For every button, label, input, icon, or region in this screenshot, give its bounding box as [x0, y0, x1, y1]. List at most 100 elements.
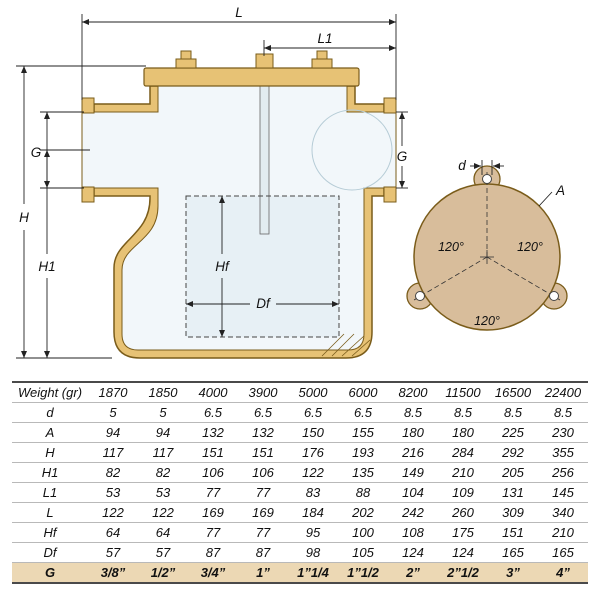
table-cell: 22400 — [538, 382, 588, 403]
pipe-bore-circle — [311, 109, 393, 191]
table-cell: 64 — [88, 522, 138, 543]
left-pipe-flange — [81, 97, 95, 203]
table-cell: 109 — [438, 482, 488, 503]
row-label: G — [12, 562, 88, 584]
table-cell: 16500 — [488, 382, 538, 403]
table-cell: 165 — [488, 542, 538, 563]
table-cell: 2”1/2 — [438, 562, 488, 584]
table-cell: 8.5 — [438, 402, 488, 423]
a-leader-line — [538, 191, 553, 207]
row-label: H1 — [12, 462, 88, 483]
center-stem — [259, 85, 270, 235]
table-cell: 105 — [338, 542, 388, 563]
table-cell: 145 — [538, 482, 588, 503]
table-cell: 1870 — [88, 382, 138, 403]
strainer-lid — [143, 67, 360, 87]
table-cell: 82 — [88, 462, 138, 483]
table-cell: 117 — [88, 442, 138, 463]
table-cell: 108 — [388, 522, 438, 543]
table-cell: 88 — [338, 482, 388, 503]
table-cell: 124 — [438, 542, 488, 563]
table-cell: 260 — [438, 502, 488, 523]
table-cell: 216 — [388, 442, 438, 463]
table-cell: 124 — [388, 542, 438, 563]
table-cell: 77 — [238, 522, 288, 543]
dim-label-g-left: G — [31, 145, 42, 160]
table-cell: 8.5 — [388, 402, 438, 423]
lid-bolt-right — [311, 50, 333, 69]
table-cell: 340 — [538, 502, 588, 523]
dim-label-h1: H1 — [38, 259, 55, 274]
table-cell: 132 — [238, 422, 288, 443]
table-cell: 106 — [188, 462, 238, 483]
technical-drawing: L L1 G G H H1 Hf Df — [16, 5, 568, 359]
table-cell: 210 — [438, 462, 488, 483]
bolt-hole-bottom-right — [549, 291, 559, 301]
stem-boss — [255, 53, 274, 69]
table-cell: 87 — [238, 542, 288, 563]
dim-label-l: L — [235, 5, 243, 20]
table-cell: 155 — [338, 422, 388, 443]
table-cell: 3/4” — [188, 562, 238, 584]
angle-label-left: 120° — [438, 240, 464, 254]
table-cell: 1”1/2 — [338, 562, 388, 584]
filter-basket-outline — [185, 195, 340, 338]
row-label: H — [12, 442, 88, 463]
table-cell: 131 — [488, 482, 538, 503]
table-cell: 150 — [288, 422, 338, 443]
table-cell: 8.5 — [488, 402, 538, 423]
table-cell: 5 — [88, 402, 138, 423]
table-cell: 6.5 — [238, 402, 288, 423]
table-cell: 95 — [288, 522, 338, 543]
table-cell: 77 — [188, 522, 238, 543]
table-cell: 149 — [388, 462, 438, 483]
table-cell: 64 — [138, 522, 188, 543]
table-cell: 165 — [538, 542, 588, 563]
table-cell: 8.5 — [538, 402, 588, 423]
table-cell: 3” — [488, 562, 538, 584]
table-cell: 2” — [388, 562, 438, 584]
flange-center-mark — [480, 250, 494, 264]
dim-label-d: d — [458, 158, 466, 173]
strainer-section-view — [81, 50, 397, 359]
table-cell: 117 — [138, 442, 188, 463]
table-cell: 205 — [488, 462, 538, 483]
table-cell: 3/8” — [88, 562, 138, 584]
table-cell: 77 — [188, 482, 238, 503]
row-label: L1 — [12, 482, 88, 503]
row-label: Weight (gr) — [12, 382, 88, 403]
table-cell: 175 — [438, 522, 488, 543]
table-cell: 176 — [288, 442, 338, 463]
section-hatch — [321, 333, 371, 357]
table-cell: 53 — [88, 482, 138, 503]
table-cell: 169 — [238, 502, 288, 523]
table-cell: 57 — [138, 542, 188, 563]
table-cell: 225 — [488, 422, 538, 443]
table-cell: 210 — [538, 522, 588, 543]
table-cell: 6.5 — [338, 402, 388, 423]
table-cell: 3900 — [238, 382, 288, 403]
table-cell: 94 — [138, 422, 188, 443]
table-cell: 284 — [438, 442, 488, 463]
bolt-hole-top — [482, 174, 492, 184]
bolt-hole-bottom-left — [415, 291, 425, 301]
row-label: A — [12, 422, 88, 443]
table-cell: 355 — [538, 442, 588, 463]
dim-label-df: Df — [256, 296, 271, 311]
angle-label-right: 120° — [517, 240, 543, 254]
table-cell: 106 — [238, 462, 288, 483]
table-cell: 151 — [188, 442, 238, 463]
table-cell: 8200 — [388, 382, 438, 403]
table-cell: 169 — [188, 502, 238, 523]
dim-label-hf: Hf — [215, 259, 230, 274]
table-cell: 135 — [338, 462, 388, 483]
right-pipe-flange — [383, 97, 397, 203]
table-cell: 151 — [488, 522, 538, 543]
